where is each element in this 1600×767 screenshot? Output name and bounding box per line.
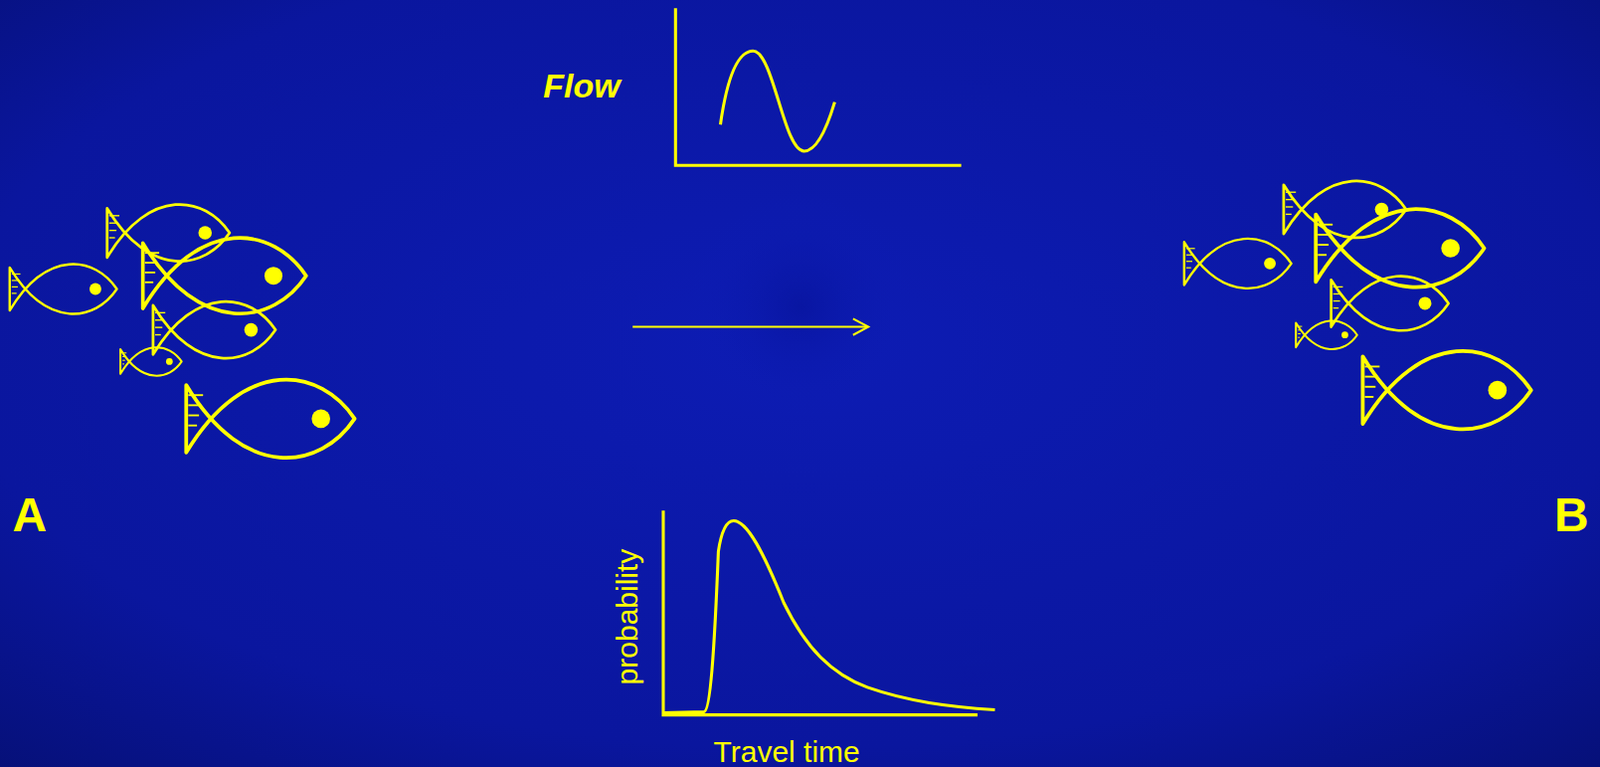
- fish-eye: [1488, 380, 1508, 400]
- flow-chart: [675, 7, 961, 166]
- tail-stripe: [145, 251, 160, 254]
- tail-stripe: [155, 312, 166, 314]
- fish-eye: [1341, 331, 1349, 339]
- fish-eye: [1440, 238, 1460, 258]
- fish: [9, 264, 118, 315]
- tail-stripe: [1317, 223, 1333, 226]
- tail-stripe: [1333, 307, 1340, 309]
- fish: [153, 301, 276, 358]
- tail-stripe: [1364, 375, 1378, 378]
- tail-stripe: [109, 214, 120, 216]
- tail-stripe: [187, 403, 201, 406]
- tail-stripe: [1285, 213, 1292, 215]
- tail-stripe: [1317, 233, 1331, 236]
- fish: [1184, 238, 1292, 289]
- flow-curve: [719, 50, 835, 152]
- fish-body: [107, 204, 230, 262]
- tail-stripe: [1297, 333, 1301, 335]
- tail-stripe: [1333, 300, 1341, 302]
- tail-stripe: [1333, 286, 1344, 288]
- arrow: [632, 318, 869, 335]
- tail-stripe: [109, 229, 117, 231]
- fish: [1362, 351, 1531, 429]
- tail-stripe: [1186, 260, 1193, 262]
- fish-eye: [1419, 296, 1432, 310]
- fish-body: [9, 264, 118, 315]
- fish: [185, 379, 355, 458]
- tail-stripe: [145, 271, 156, 274]
- tail-stripe: [109, 236, 116, 238]
- tail-stripe: [1364, 365, 1380, 368]
- shadow-blob: [689, 193, 914, 419]
- travel-time-curve: [663, 521, 995, 713]
- fish-body: [1331, 276, 1449, 332]
- tail-stripe: [1297, 326, 1302, 328]
- tail-stripe: [11, 286, 18, 288]
- tail-stripe: [145, 281, 154, 284]
- tail-stripe: [1186, 254, 1194, 256]
- tail-stripe: [1317, 243, 1329, 246]
- tail-stripe: [187, 414, 199, 417]
- tail-stripe: [1297, 329, 1301, 331]
- fish-body: [185, 379, 355, 458]
- fish-groups: [9, 180, 1532, 458]
- fish-body: [1184, 238, 1292, 289]
- tail-stripe: [1186, 267, 1192, 269]
- tail-stripe: [1285, 198, 1295, 200]
- tail-stripe: [1333, 293, 1342, 295]
- tail-stripe: [122, 359, 126, 361]
- axis-label: Travel time: [713, 733, 861, 767]
- axis-label: probability: [610, 548, 644, 686]
- fish: [120, 347, 182, 376]
- fish: [1283, 180, 1407, 238]
- tail-stripe: [1285, 191, 1296, 193]
- arrow-line: [632, 325, 868, 328]
- fish-eye: [89, 283, 102, 296]
- tail-stripe: [187, 424, 197, 427]
- fish-eye: [311, 409, 331, 429]
- fish-eye: [1263, 257, 1276, 270]
- tail-stripe: [1285, 205, 1293, 207]
- tail-stripe: [187, 393, 203, 396]
- tail-stripe: [155, 334, 162, 336]
- arrow-head: [853, 318, 869, 335]
- fish-eye: [244, 323, 259, 338]
- tail-stripe: [122, 362, 125, 364]
- tail-stripe: [11, 292, 17, 294]
- fish: [107, 204, 230, 262]
- fish-body: [1362, 351, 1531, 429]
- fish-eye: [197, 225, 212, 240]
- tail-stripe: [1364, 385, 1376, 388]
- flow-axes: [675, 7, 961, 166]
- fish-eye: [264, 266, 283, 285]
- tail-stripe: [1297, 337, 1300, 339]
- fish-body: [1283, 180, 1407, 238]
- axis-label: Flow: [542, 68, 620, 106]
- fish-body: [1295, 320, 1358, 350]
- travel-time-chart: [663, 510, 995, 714]
- fish-eye: [166, 357, 174, 365]
- tail-stripe: [155, 319, 165, 321]
- tail-stripe: [145, 261, 158, 264]
- fish: [1295, 320, 1358, 350]
- tail-stripe: [11, 273, 21, 275]
- tail-stripe: [122, 352, 127, 354]
- tail-stripe: [122, 355, 126, 357]
- point-label: B: [1554, 489, 1590, 542]
- fish-body: [120, 347, 182, 376]
- tail-stripe: [1317, 253, 1327, 256]
- fish-body: [153, 301, 276, 358]
- tail-stripe: [11, 279, 19, 281]
- tail-stripe: [1186, 247, 1196, 249]
- tail-stripe: [109, 222, 119, 224]
- point-label: A: [11, 489, 47, 542]
- tail-stripe: [1364, 395, 1374, 398]
- fish: [1331, 276, 1449, 332]
- tail-stripe: [155, 326, 163, 328]
